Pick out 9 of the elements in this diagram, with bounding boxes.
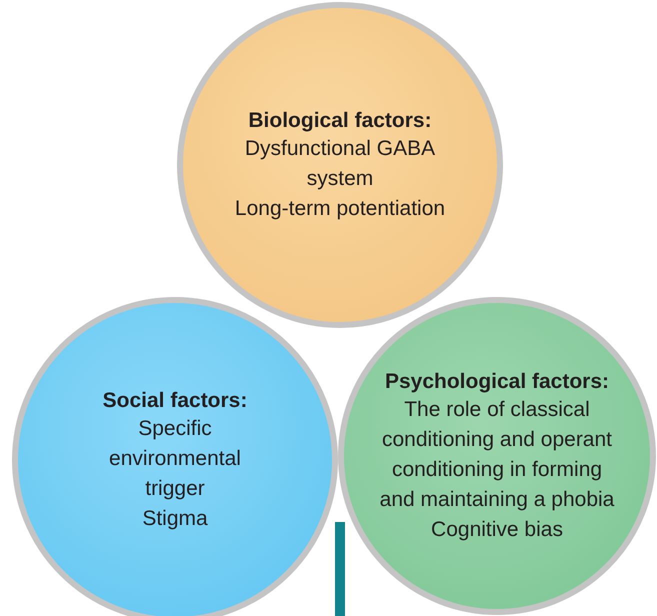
body-text: Long-term potentiation bbox=[234, 196, 446, 222]
body-text: Stigma bbox=[142, 506, 208, 532]
heading-text: Biological factors: bbox=[248, 108, 432, 134]
body-text: The role of classical conditioning and operant conditioning in forming and maintaining a phobia bbox=[378, 396, 616, 512]
heading-text: Psychological factors: bbox=[384, 368, 610, 394]
heading-text: Social factors: bbox=[102, 388, 248, 414]
body-text: Specific environmental trigger bbox=[108, 416, 242, 502]
body-text: Dysfunctional GABA system bbox=[244, 136, 436, 192]
body-text: Cognitive bias bbox=[431, 516, 563, 542]
